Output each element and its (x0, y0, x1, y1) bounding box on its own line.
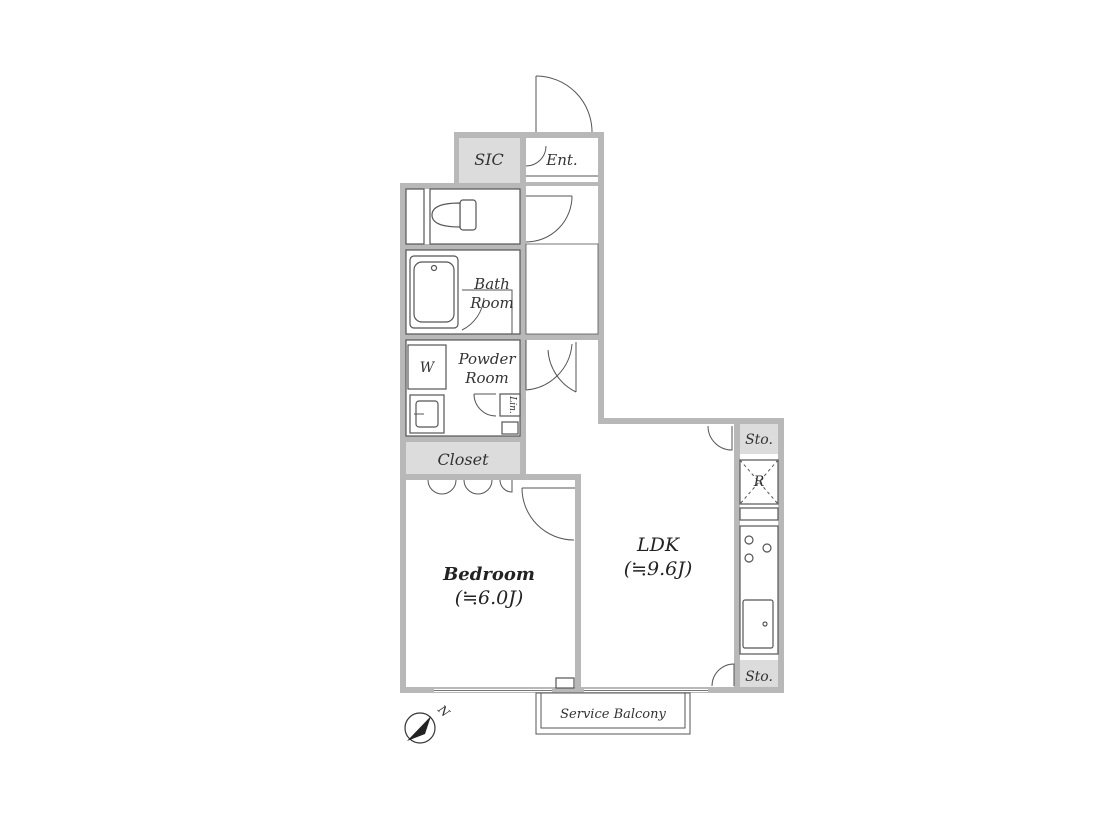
powder-room-door[interactable] (525, 340, 577, 393)
storage-top-room (740, 424, 778, 454)
closet-doors[interactable] (427, 479, 513, 495)
hallway (525, 243, 599, 335)
powder-room (405, 339, 521, 437)
label-ldk-size: (≒9.6J) (624, 558, 693, 580)
label-washer: W (420, 360, 436, 376)
label-closet: Closet (437, 450, 489, 469)
sic-room (459, 138, 520, 183)
label-linen: Lin. (507, 395, 517, 414)
linen-cabinet (499, 393, 521, 417)
kitchen (739, 459, 779, 655)
toilet-tank-icon (459, 199, 477, 231)
label-storage-bottom: Sto. (745, 669, 773, 685)
label-sic: SIC (474, 150, 504, 169)
linen-door[interactable] (473, 393, 497, 417)
toilet-bowl-icon (431, 202, 461, 228)
closet-room (406, 442, 520, 474)
windows (434, 677, 708, 692)
storage-bottom-room (740, 660, 778, 687)
washer-icon (407, 344, 447, 390)
toilet-door[interactable] (525, 195, 573, 243)
storage-top-door[interactable] (707, 425, 733, 451)
label-refrigerator: R (753, 474, 765, 490)
label-entrance: Ent. (545, 151, 577, 169)
entrance-door[interactable] (535, 75, 593, 133)
label-powder: Powder (457, 350, 516, 368)
storage-bottom-door[interactable] (711, 663, 735, 687)
sic-door[interactable] (525, 145, 547, 167)
label-bath-room: Room (469, 294, 514, 312)
label-powder-room: Room (464, 369, 509, 387)
service-balcony (535, 692, 691, 735)
compass (404, 712, 436, 744)
label-bath: Bath (473, 275, 510, 293)
label-bedroom: Bedroom (442, 564, 535, 585)
toilet-room (405, 188, 521, 245)
label-balcony: Service Balcony (560, 707, 666, 722)
bath-room (405, 249, 521, 335)
label-bedroom-size: (≒6.0J) (455, 587, 524, 609)
label-ldk: LDK (636, 534, 681, 556)
stove-icon (744, 535, 772, 563)
interior-walls (406, 138, 740, 687)
label-storage-top: Sto. (745, 432, 773, 448)
kitchen-sink-icon (742, 599, 774, 649)
compass-north-label: N (434, 702, 452, 720)
bedroom-door[interactable] (521, 487, 575, 541)
pipe-shaft (501, 421, 519, 435)
